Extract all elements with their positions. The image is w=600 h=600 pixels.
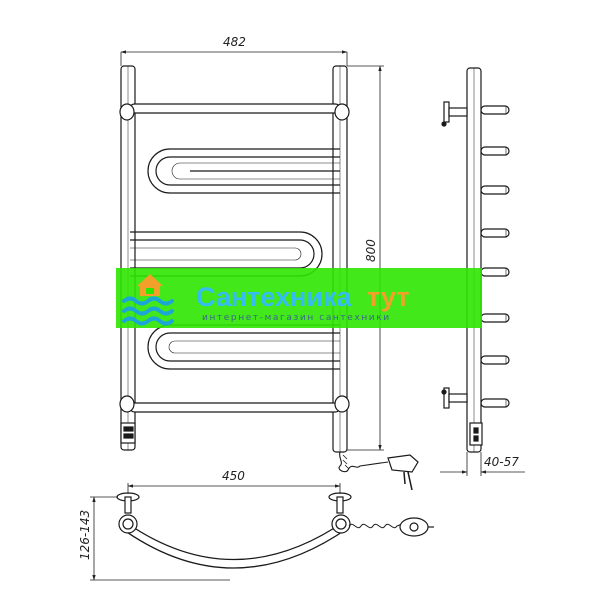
wall-bracket-top (441, 101, 468, 127)
wall-bracket-bottom (441, 387, 468, 409)
brand-name-main: Сантехника (196, 282, 352, 312)
watermark-band (116, 268, 482, 328)
top-left-post (116, 492, 140, 534)
top-view (116, 492, 434, 569)
power-cable (338, 451, 389, 473)
watermark-banner: Сантехника тут интернет-магазин сантехни… (116, 268, 482, 328)
dim-width-top (127, 483, 341, 494)
dim-width-front-label: 482 (223, 35, 246, 49)
dim-height-front (347, 65, 384, 451)
top-view-cable (348, 523, 403, 529)
side-control-box (469, 422, 483, 446)
dim-depth-side (440, 452, 525, 476)
waves-logo-icon (122, 296, 174, 326)
top-right-post (328, 492, 352, 534)
house-logo-icon (137, 274, 163, 296)
brand-name-accent: тут (367, 282, 409, 312)
dim-height-front-label: 800 (364, 239, 378, 262)
side-rail-stub (480, 146, 510, 156)
dim-depth-top-label: 126-143 (78, 510, 92, 560)
side-rail-stubs (480, 105, 510, 408)
side-rail-stub (480, 185, 510, 195)
side-rail-stub (480, 355, 510, 365)
power-plug (387, 454, 419, 491)
side-rail-stub (480, 228, 510, 238)
side-rail-stub (480, 398, 510, 408)
side-rail-stub (480, 313, 510, 323)
front-view (119, 65, 419, 491)
side-rail-stub (480, 105, 510, 115)
dim-width-top-label: 450 (222, 469, 245, 483)
brand-name: Сантехника тут (196, 282, 409, 312)
bottom-rail (119, 395, 350, 413)
top-view-arc (120, 527, 349, 569)
dim-depth-top (90, 496, 230, 581)
dim-width-front (120, 50, 348, 66)
top-rail (119, 103, 350, 121)
s-curve-upper (147, 148, 340, 194)
top-view-plug (399, 517, 434, 537)
s-curve-lower (147, 324, 340, 370)
side-view (441, 67, 510, 453)
side-rail-stub (480, 267, 510, 277)
control-box (120, 422, 136, 444)
brand-tagline: интернет-магазин сантехники (202, 313, 391, 323)
dim-depth-side-label: 40-57 (484, 455, 519, 469)
